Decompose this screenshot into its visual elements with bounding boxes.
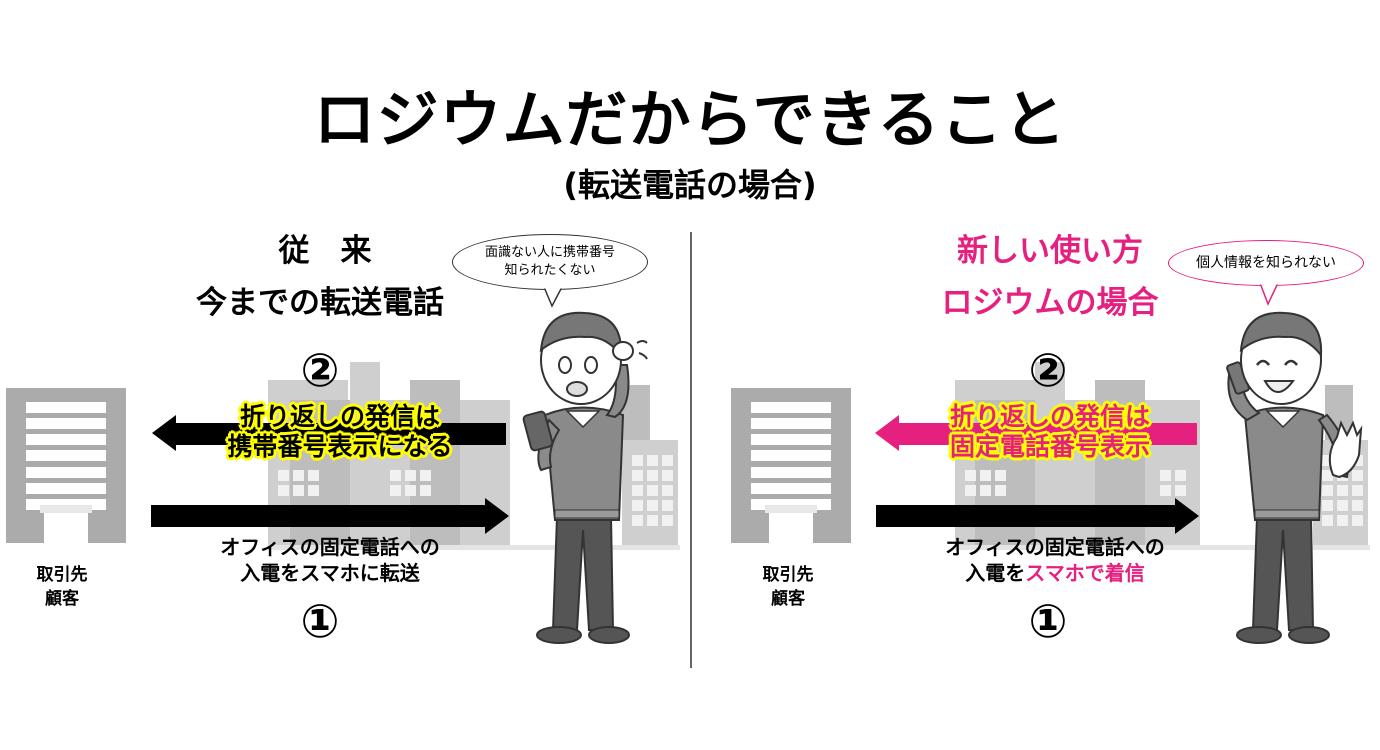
right-step1-description: オフィスの固定電話への 入電をスマホで着信: [945, 535, 1165, 585]
right-arrow2-head-icon: [875, 415, 899, 451]
left-heading-line2: 今までの転送電話: [196, 285, 444, 321]
right-client-label: 取引先 顧客: [762, 565, 814, 609]
right-speech-bubble: 個人情報を知られない: [1168, 240, 1364, 286]
left-arrow2-callback: [174, 423, 506, 445]
right-step2-callout: 折り返しの発信は 固定電話番号表示: [949, 402, 1150, 461]
left-step2-callout: 折り返しの発信は 携帯番号表示になる: [227, 402, 453, 461]
right-arrow2-callback: [897, 423, 1197, 445]
right-heading-line1: 新しい使い方: [957, 233, 1143, 269]
left-step2-marker: ②: [300, 343, 340, 397]
left-arrow1-forward: [151, 505, 487, 527]
right-heading-line2: ロジウムの場合: [941, 285, 1159, 321]
left-arrow1-head-icon: [485, 498, 509, 534]
right-arrow1-head-icon: [1175, 498, 1199, 534]
right-bubble-tail-icon: [1258, 282, 1280, 306]
right-step1-marker: ①: [1028, 594, 1068, 648]
left-bubble-line2: 知られたくない: [504, 263, 596, 278]
panel-divider: [690, 232, 692, 668]
page-title: ロジウムだからできること: [313, 83, 1067, 156]
left-step1-marker: ①: [300, 594, 340, 648]
right-client-building-icon: [731, 388, 851, 543]
left-bubble-tail-icon: [542, 286, 564, 308]
left-client-label: 取引先 顧客: [36, 565, 88, 609]
highlight-text: スマホで着信: [1025, 561, 1145, 585]
page-subtitle: (転送電話の場合): [563, 166, 817, 204]
right-bubble-line1: 個人情報を知られない: [1196, 255, 1336, 271]
left-step1-description: オフィスの固定電話への 入電をスマホに転送: [220, 535, 440, 585]
left-bubble-line1: 面識ない人に携帯番号: [484, 245, 615, 260]
right-step2-marker: ②: [1028, 343, 1068, 397]
left-heading-line1: 従 来: [278, 233, 372, 269]
right-arrow1-forward: [876, 505, 1176, 527]
left-speech-bubble: 面識ない人に携帯番号 知られたくない: [452, 234, 648, 290]
happy-person-on-phone-icon: [1226, 311, 1363, 644]
worried-person-with-phone-icon: [522, 311, 648, 644]
left-client-building-icon: [6, 388, 126, 543]
left-arrow2-head-icon: [152, 415, 176, 451]
